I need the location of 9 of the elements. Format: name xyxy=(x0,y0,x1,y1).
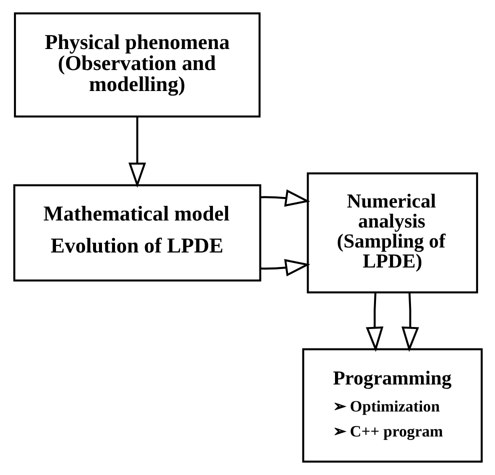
arrow xyxy=(400,292,419,352)
arrow xyxy=(260,189,310,207)
node-box: Physical phenomena (Observation and modelling) xyxy=(13,12,260,118)
node-box: Programming ➢ Optimization ➢ C++ program xyxy=(302,348,482,463)
arrow xyxy=(260,258,310,276)
node-box: Mathematical model Evolution of LPDE xyxy=(12,184,261,282)
arrow xyxy=(365,292,383,352)
node-box: Numerical analysis (Sampling of LPDE) xyxy=(306,172,478,294)
arrow xyxy=(128,116,146,188)
